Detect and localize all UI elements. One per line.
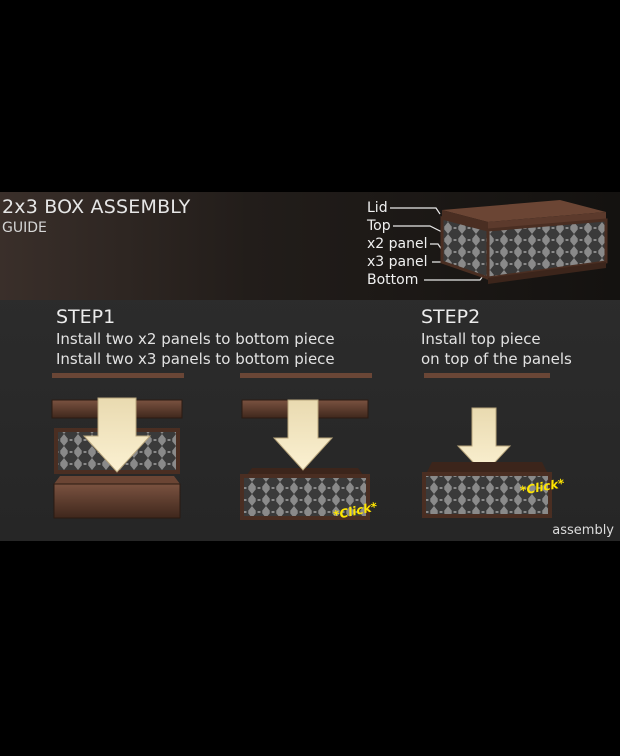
- step1-instruction-1: Install two x2 panels to bottom piece: [56, 330, 335, 348]
- step2-instruction-1: Install top piece: [421, 330, 541, 348]
- step1-exploded-illustration: [51, 397, 183, 519]
- footer-caption: assembly: [552, 523, 614, 538]
- page-subtitle: GUIDE: [2, 220, 47, 236]
- part-label-top: Top: [367, 218, 391, 234]
- part-label-x3-panel: x3 panel: [367, 254, 428, 270]
- part-label-bottom: Bottom: [367, 272, 419, 288]
- step1-instruction-2: Install two x3 panels to bottom piece: [56, 350, 335, 368]
- separator-bars: [52, 373, 550, 378]
- step1-heading: STEP1: [56, 306, 116, 328]
- part-label-x2-panel: x2 panel: [367, 236, 428, 252]
- step1-result-illustration: [240, 399, 370, 520]
- assembled-box-illustration: [390, 200, 608, 284]
- page-title: 2x3 BOX ASSEMBLY: [2, 196, 191, 218]
- part-label-lid: Lid: [367, 200, 388, 216]
- assembly-guide-panel: 2x3 BOX ASSEMBLY GUIDE Lid Top x2 panel …: [0, 192, 620, 541]
- step2-instruction-2: on top of the panels: [421, 350, 572, 368]
- step2-illustration: [422, 407, 552, 518]
- step2-heading: STEP2: [421, 306, 481, 328]
